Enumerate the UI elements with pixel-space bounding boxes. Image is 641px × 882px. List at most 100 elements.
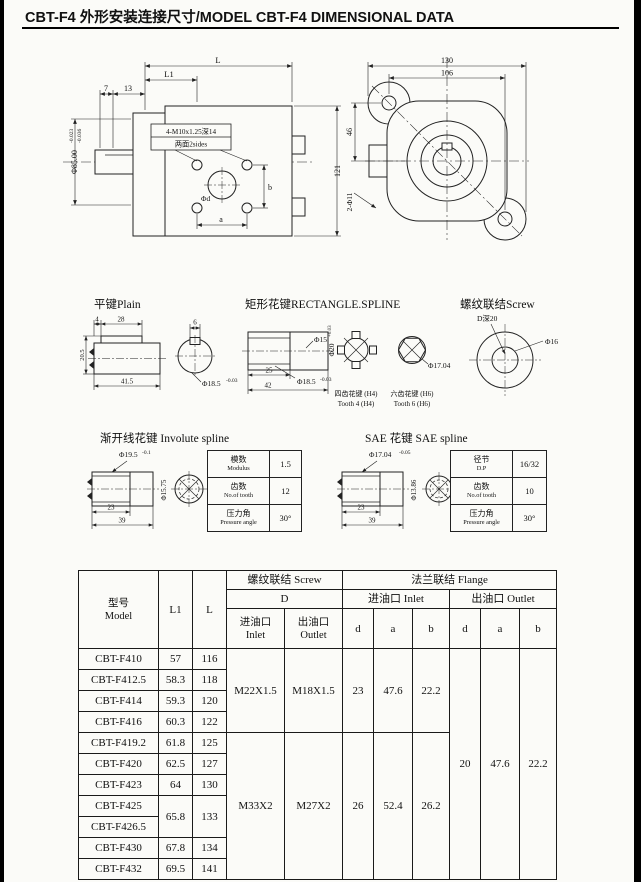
screw-conn-drawing: D深20 Φ16 [469, 314, 558, 396]
th-l: L [192, 570, 227, 649]
th-l1: L1 [158, 570, 193, 649]
thread-depth-label: D深20 [477, 314, 498, 323]
cell-l1: 57 [158, 648, 193, 670]
cell-l: 125 [192, 732, 227, 754]
cell-l1: 65.8 [158, 795, 193, 838]
th-outlet-d: d [449, 608, 481, 649]
param-zh: 压力角 [226, 509, 251, 518]
screw-conn-title: 螺纹联结Screw [460, 299, 535, 311]
cell-inlet-b-g1: 22.2 [412, 648, 450, 733]
th-inlet-a: a [373, 608, 413, 649]
cell-l1: 67.8 [158, 837, 193, 859]
page-edge-right [634, 0, 641, 882]
dim-23: 23 [358, 504, 366, 512]
param-value: 30° [512, 504, 547, 532]
cell-model: CBT-F432 [78, 858, 159, 880]
sae-spline-title: SAE 花键 SAE spline [365, 433, 468, 445]
th-model-zh: 型号 [108, 597, 129, 609]
param-en: No.of tooth [466, 492, 497, 499]
dim-phi15-75-group: Φ15.75 [160, 479, 168, 500]
cell-l1: 59.3 [158, 690, 193, 712]
th-outlet-en: Outlet [300, 629, 327, 641]
plain-key-drawing: 4 28 41.5 20.5 6 Φ18.5 -0.03 [80, 316, 238, 390]
dim-23: 23 [108, 504, 116, 512]
tooth6-en: Tooth 6 (H6) [394, 400, 431, 408]
param-zh: 压力角 [469, 509, 494, 518]
dim-39: 39 [369, 517, 377, 525]
dim-L: L [215, 55, 220, 65]
rect-spline-title: 矩形花键RECTANGLE.SPLINE [245, 299, 401, 311]
tooth6-zh: 六齿花键 (H6) [391, 389, 435, 398]
cell-inlet-d-g2: 26 [342, 732, 374, 880]
cell-l: 133 [192, 795, 227, 838]
th-outlet-zh: 出油口 [297, 616, 330, 628]
dim-phi85: Φ85.00 [70, 150, 79, 174]
cell-inlet-d-g1: 23 [342, 648, 374, 733]
dim-phi16: Φ16 [545, 337, 558, 346]
front-view-dim-labels: 130 106 46 2-Φ11 [345, 56, 453, 211]
th-d: D [226, 589, 343, 609]
th-inlet-d: d [342, 608, 374, 649]
dim-4: 4 [95, 316, 99, 324]
dim-121-group: 121 [333, 165, 342, 177]
involute-dim-labels: Φ19.5 -0.1 23 39 Φ15.75 [108, 450, 169, 525]
cell-l1: 60.3 [158, 711, 193, 733]
dim-20-5-group: 20.5 [80, 349, 86, 360]
th-screw-group: 螺纹联结 Screw [226, 570, 343, 590]
cell-screw-outlet-g1: M18X1.5 [284, 648, 343, 733]
dim-phi15-75: Φ15.75 [160, 479, 168, 500]
screw-conn-block: 螺纹联结Screw D深20 Φ16 [455, 296, 585, 428]
param-en: Modulus [227, 465, 250, 472]
cell-l1: 62.5 [158, 753, 193, 775]
pump-dimension-drawing: 4-M10x1.25深14 两面2sides L L1 7 13 Φ85.00 … [63, 55, 529, 241]
cell-model: CBT-F426.5 [78, 816, 159, 838]
cell-l1: 69.5 [158, 858, 193, 880]
cell-l: 141 [192, 858, 227, 880]
front-view-dimensions [351, 62, 527, 212]
phi19-5-tol: -0.1 [142, 450, 151, 456]
bolt-note-line2: 两面2sides [175, 141, 208, 149]
param-value: 1.5 [269, 450, 302, 478]
param-en: No.of tooth [223, 492, 254, 499]
dim-phi15: Φ15 [314, 335, 327, 344]
cell-inlet-a-g1: 47.6 [373, 648, 413, 733]
dim-phi18-5: Φ18.5 [297, 377, 316, 386]
dim-2x11: 2-Φ11 [345, 192, 354, 211]
title-rule [22, 27, 619, 29]
side-view-dim-labels: L L1 7 13 Φ85.00 -0.023 -0.036 121 a b Φ… [69, 55, 342, 224]
phi20-tol: +0.03 [328, 325, 333, 337]
th-screw-outlet: 出油口 Outlet [284, 608, 343, 649]
dim-phi17-04: Φ17.04 [428, 361, 451, 370]
plain-key-geometry [88, 335, 215, 377]
dim-phi17-04: Φ17.04 [369, 450, 392, 459]
th-inlet-b: b [412, 608, 450, 649]
th-flange-inlet: 进油口 Inlet [342, 589, 450, 609]
dim-46-group: 46 [345, 128, 354, 136]
rect-spline-dim-labels: 25 42 Φ15 Φ18.5 -0.03 Φ20 +0.03 Φ17.04 四… [265, 325, 451, 408]
th-inlet-zh: 进油口 [239, 616, 272, 628]
th-inlet-en: Inlet [245, 629, 266, 641]
pump-front-view [365, 58, 529, 241]
involute-spline-title: 渐开线花键 Involute spline [100, 433, 230, 445]
phi18-5-tol: -0.03 [226, 378, 238, 384]
dim-6: 6 [193, 319, 197, 327]
dim-phi20-group: Φ20 +0.03 [327, 325, 336, 357]
th-flange-outlet: 出油口 Outlet [448, 589, 558, 609]
cell-l: 120 [192, 690, 227, 712]
involute-dimensions [91, 460, 154, 529]
dim-phi18-5: Φ18.5 [202, 379, 221, 388]
screw-conn-labels: D深20 Φ16 [477, 314, 558, 346]
dim-phi13-86-group: Φ13.86 [410, 479, 418, 500]
cell-l: 116 [192, 648, 227, 670]
cell-l1: 61.8 [158, 732, 193, 754]
th-screw-inlet: 进油口 Inlet [226, 608, 285, 649]
cell-screw-outlet-g2: M27X2 [284, 732, 343, 880]
cell-l: 134 [192, 837, 227, 859]
dim-phi13-86: Φ13.86 [410, 479, 418, 500]
plain-key-title: 平键Plain [94, 299, 141, 311]
cell-outlet-a: 47.6 [480, 648, 520, 880]
